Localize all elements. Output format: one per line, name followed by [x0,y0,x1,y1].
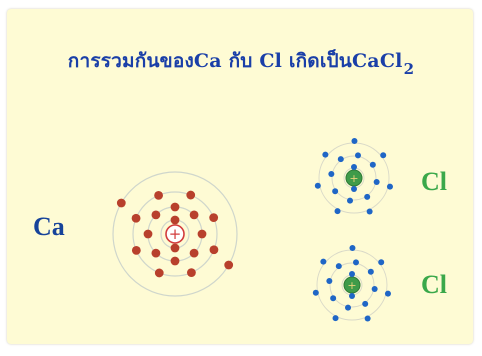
cl-electron [374,179,380,185]
ca-electron [210,245,219,254]
ca-nucleus-sign: + [169,225,182,243]
cl-electron [380,152,386,158]
cl-electron [320,259,326,265]
cl-electron [364,194,370,200]
ca-electron [155,269,164,278]
cl-electron [315,183,321,189]
ca-electron [152,211,161,220]
cl-electron [378,259,384,265]
cl-electron [345,305,351,311]
ca-electron [171,257,180,266]
cl-electron [326,278,332,284]
cl-label-bottom: Cl [421,270,447,300]
cl-electron [347,198,353,204]
cl-electron [367,209,373,215]
cl-nucleus-sign: + [347,279,356,292]
cl-atom-model-bottom: + [313,245,391,322]
ca-electron [117,199,126,208]
ca-electron [224,261,233,270]
cl-electron [351,138,357,144]
cl-electron [365,316,371,322]
cl-electron [333,315,339,321]
cl-atom-model-top: + [315,138,393,215]
cl-electron [335,208,341,214]
ca-electron [187,268,196,277]
cl-electron [368,269,374,275]
ca-atom-model: + [113,172,237,296]
ca-label: Ca [33,212,65,242]
cl-electron [387,184,393,190]
cl-electron [349,271,355,277]
cl-electron [338,156,344,162]
cl-electron [351,164,357,170]
cl-electron [349,245,355,251]
ca-electron [190,249,199,258]
cl-electron [370,162,376,168]
ca-electron [186,191,195,200]
ca-electron [132,214,141,223]
ca-electron [171,244,180,253]
cl-electron [330,295,336,301]
cl-electron [328,171,334,177]
ca-electron [144,230,153,239]
ca-electron [209,213,218,222]
cl-electron [332,188,338,194]
cl-electron [353,259,359,265]
cl-electron [362,301,368,307]
ca-electron [190,211,199,220]
cl-electron [355,152,361,158]
ca-electron [171,203,180,212]
ca-electron [198,230,207,239]
cl-electron [322,152,328,158]
cl-nucleus-sign: + [349,172,358,185]
cl-electron [372,286,378,292]
ca-electron [154,191,163,200]
cl-electron [385,291,391,297]
cl-electron [336,263,342,269]
ca-electron [171,216,180,225]
cl-electron [351,186,357,192]
cl-electron [349,293,355,299]
cl-label-top: Cl [421,167,447,197]
ca-electron [152,249,161,258]
cl-electron [313,290,319,296]
ca-electron [132,246,141,255]
